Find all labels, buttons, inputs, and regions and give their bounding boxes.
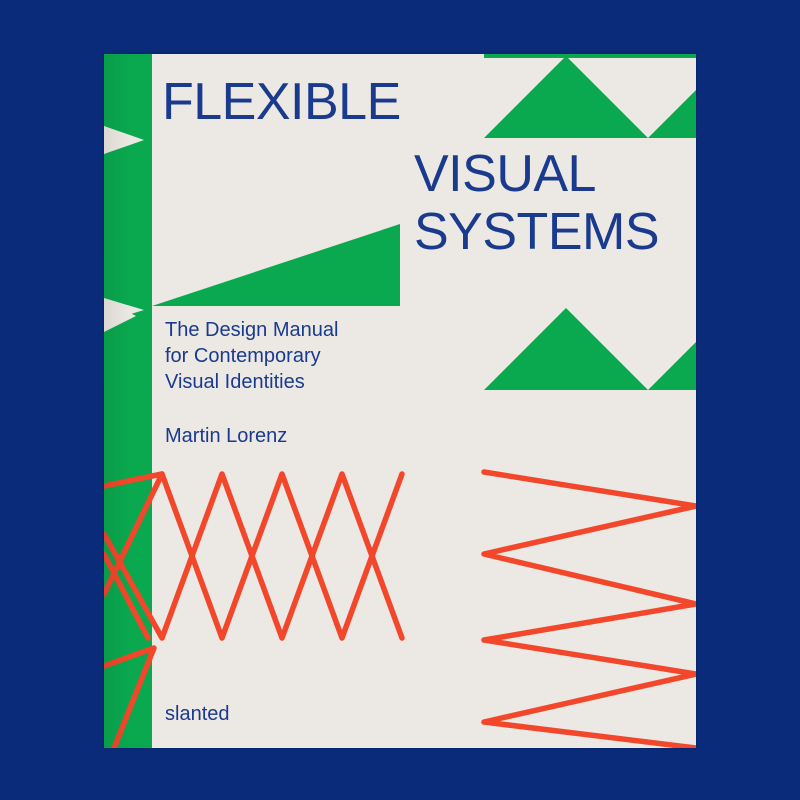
subtitle-line-2: for Contemporary — [165, 345, 321, 367]
green-left-stripe — [104, 54, 152, 748]
subtitle-line-1: The Design Manual — [165, 319, 339, 341]
paper-notch-lower — [104, 298, 144, 322]
title-line-systems: SYSTEMS — [414, 203, 660, 261]
title-line-flexible: FLEXIBLE — [162, 73, 401, 131]
orange-lattice-left-b — [104, 551, 151, 641]
subtitle-line-3: Visual Identities — [165, 371, 305, 393]
title-line-visual: VISUAL — [414, 145, 596, 203]
green-triangle-top-right — [648, 90, 696, 138]
green-triangle-top — [484, 56, 648, 138]
green-triangle-middle — [484, 308, 648, 390]
orange-zigzag-right — [481, 469, 696, 748]
orange-zigzag-up — [104, 471, 405, 641]
paper-notch-upper — [104, 126, 144, 154]
green-top-band — [484, 54, 696, 58]
cover-artwork — [104, 54, 696, 748]
publisher-name: slanted — [165, 703, 230, 725]
book-cover: FLEXIBLE VISUAL SYSTEMS The Design Manua… — [104, 54, 696, 748]
orange-lattice-bottom — [104, 645, 157, 748]
green-triangle-middle-right — [648, 342, 696, 390]
green-wedge — [152, 224, 400, 306]
author-name: Martin Lorenz — [165, 425, 288, 447]
